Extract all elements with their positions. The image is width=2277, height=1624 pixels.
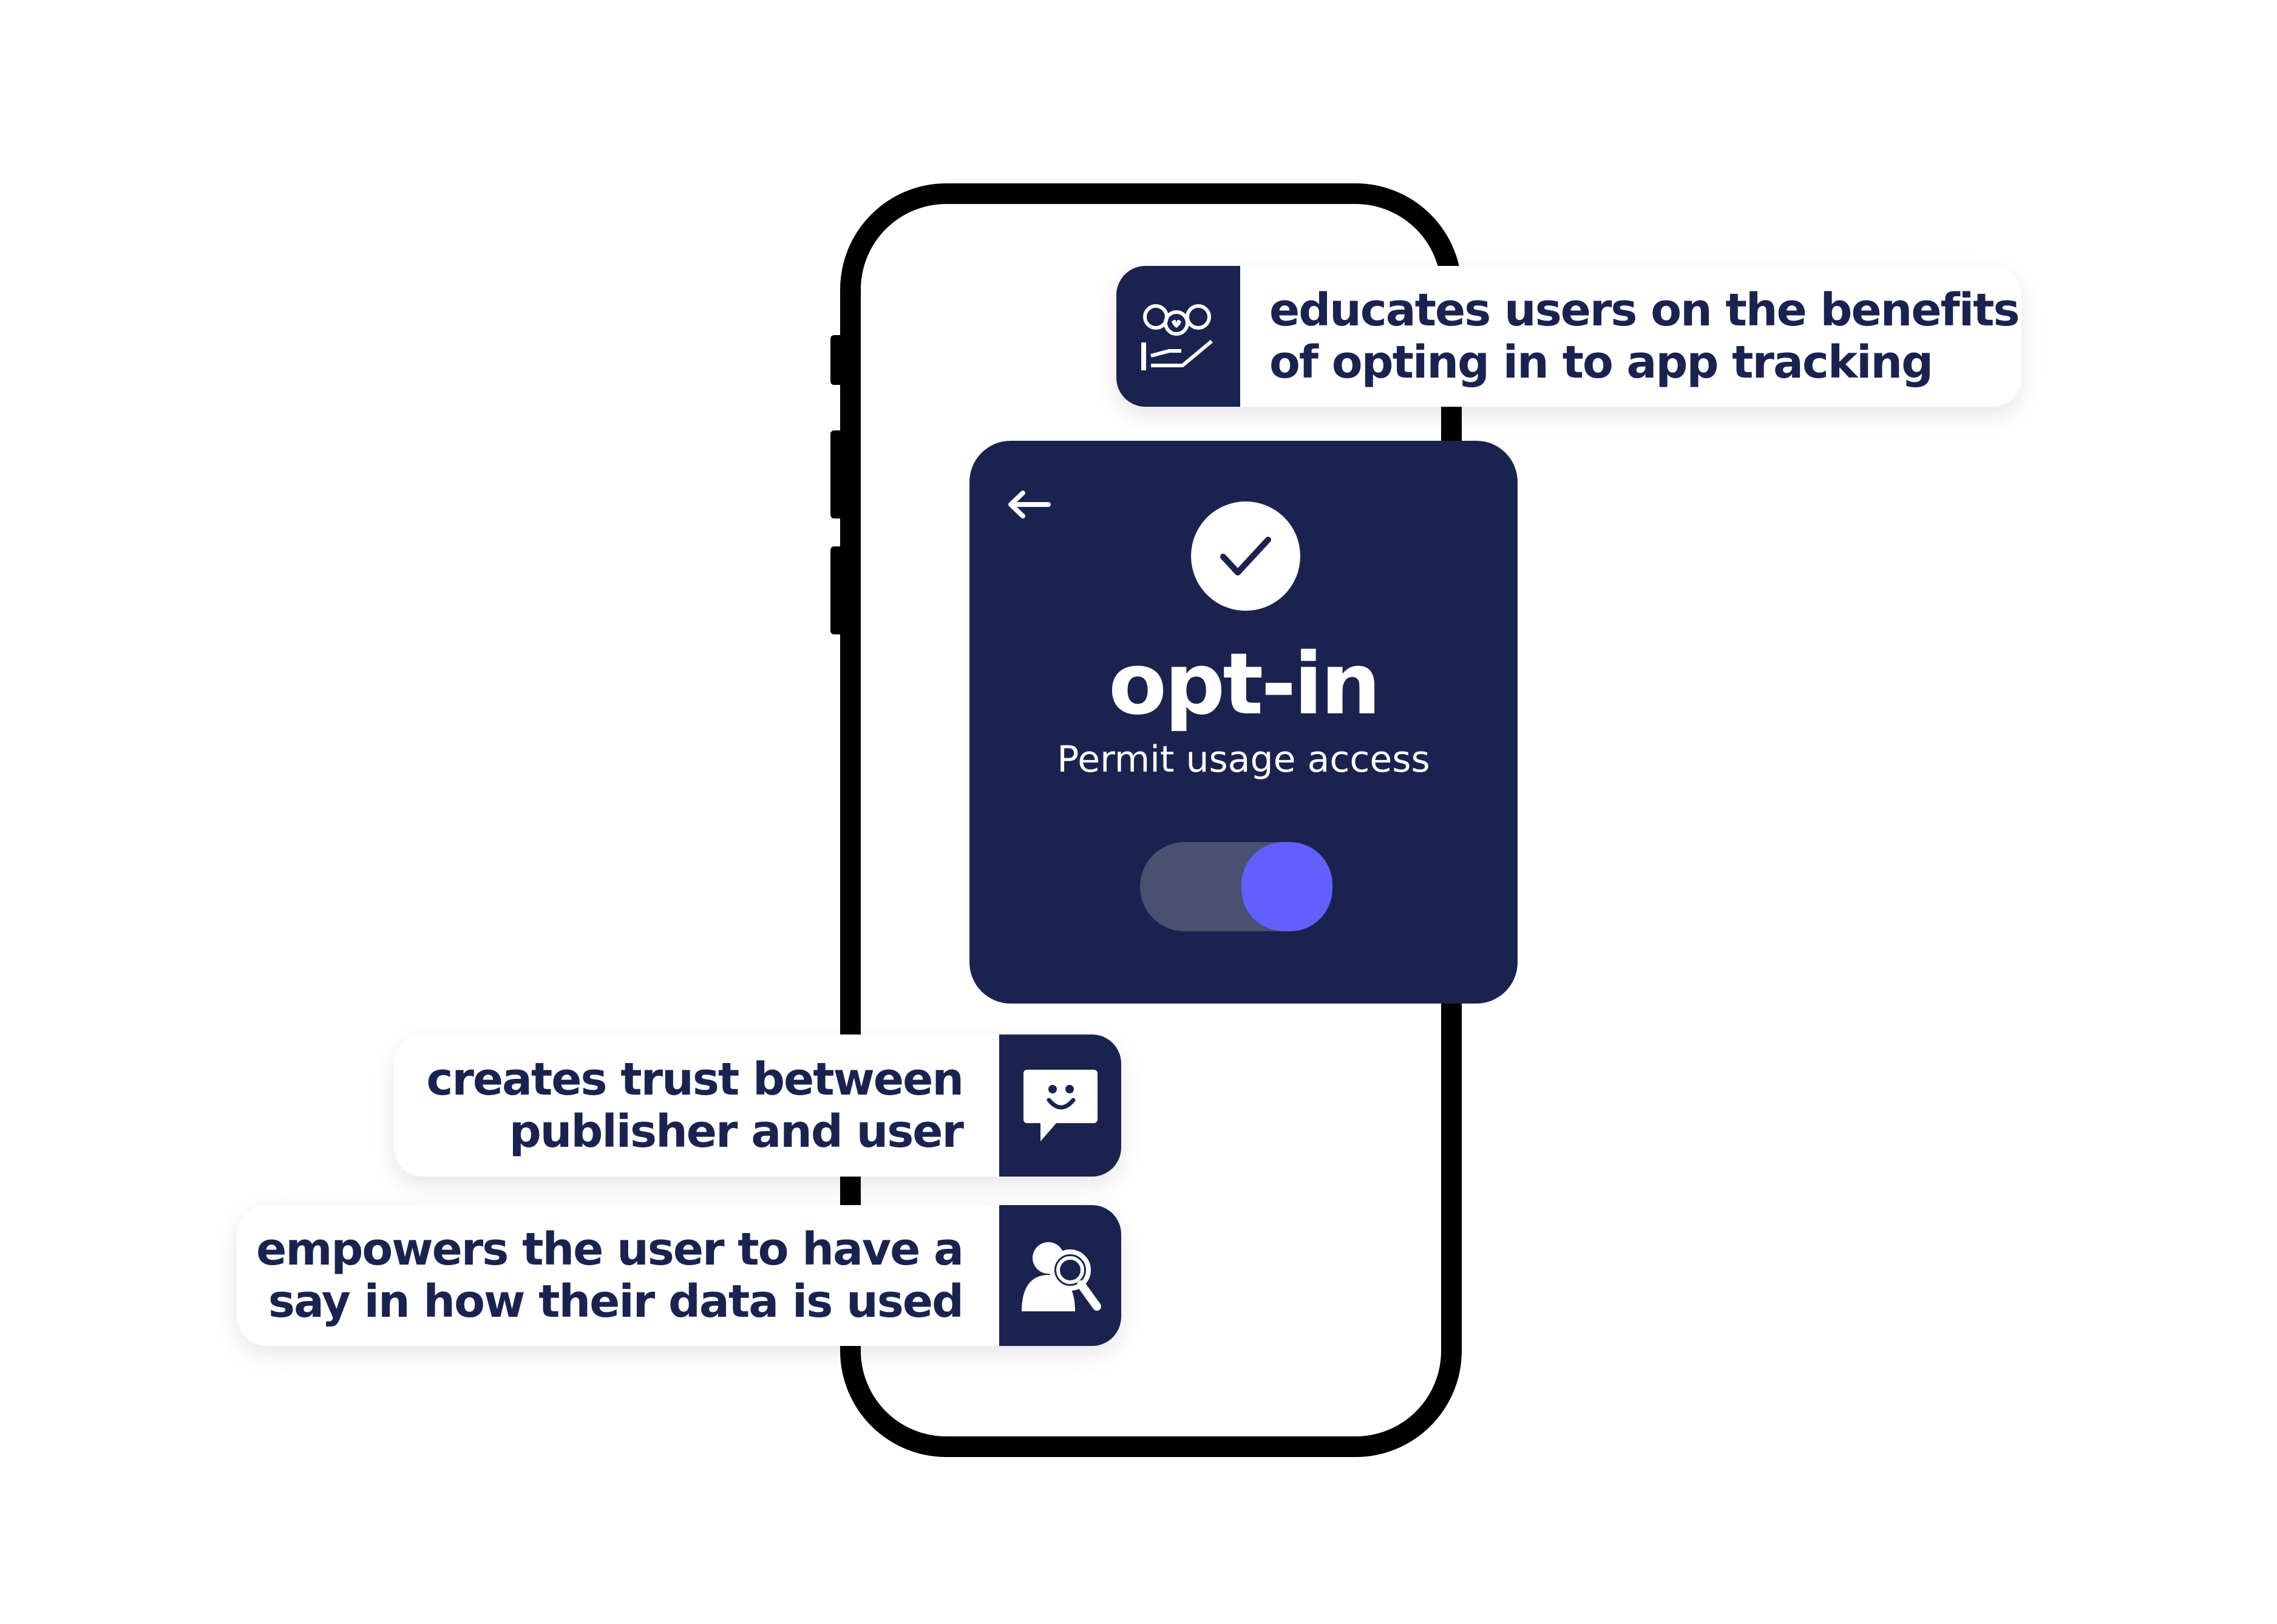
phone-volume-down [830, 546, 841, 634]
permit-usage-toggle[interactable] [1140, 842, 1332, 931]
arrow-left-icon[interactable] [1006, 489, 1052, 522]
benefit-card-educates: educates users on the benefits of opting… [1116, 266, 2021, 407]
benefit-text-line2: say in how their data is used [268, 1276, 964, 1328]
toggle-knob [1241, 842, 1332, 931]
phone-mute-switch [830, 335, 841, 385]
dialog-subtitle: Permit usage access [1057, 738, 1430, 781]
phone-volume-up [830, 430, 841, 518]
smiley-chat-bubble-icon [999, 1035, 1121, 1177]
benefit-card-empowers: empowers the user to have a say in how t… [237, 1205, 1121, 1346]
benefit-text-line1: educates users on the benefits [1269, 284, 2020, 336]
benefit-text-line1: creates trust between [426, 1053, 964, 1106]
benefit-text-line1: empowers the user to have a [256, 1223, 964, 1276]
benefit-text-line2: publisher and user [509, 1106, 964, 1158]
hand-holding-coins-heart-icon [1116, 266, 1240, 407]
dialog-title: opt-in [1108, 635, 1381, 734]
benefit-card-trust: creates trust between publisher and user [394, 1035, 1121, 1177]
user-magnifier-icon [999, 1205, 1121, 1346]
opt-in-dialog: opt-in Permit usage access [969, 441, 1518, 1004]
benefit-text-line2: of opting in to app tracking [1269, 336, 1933, 389]
check-circle-icon [1191, 501, 1300, 611]
